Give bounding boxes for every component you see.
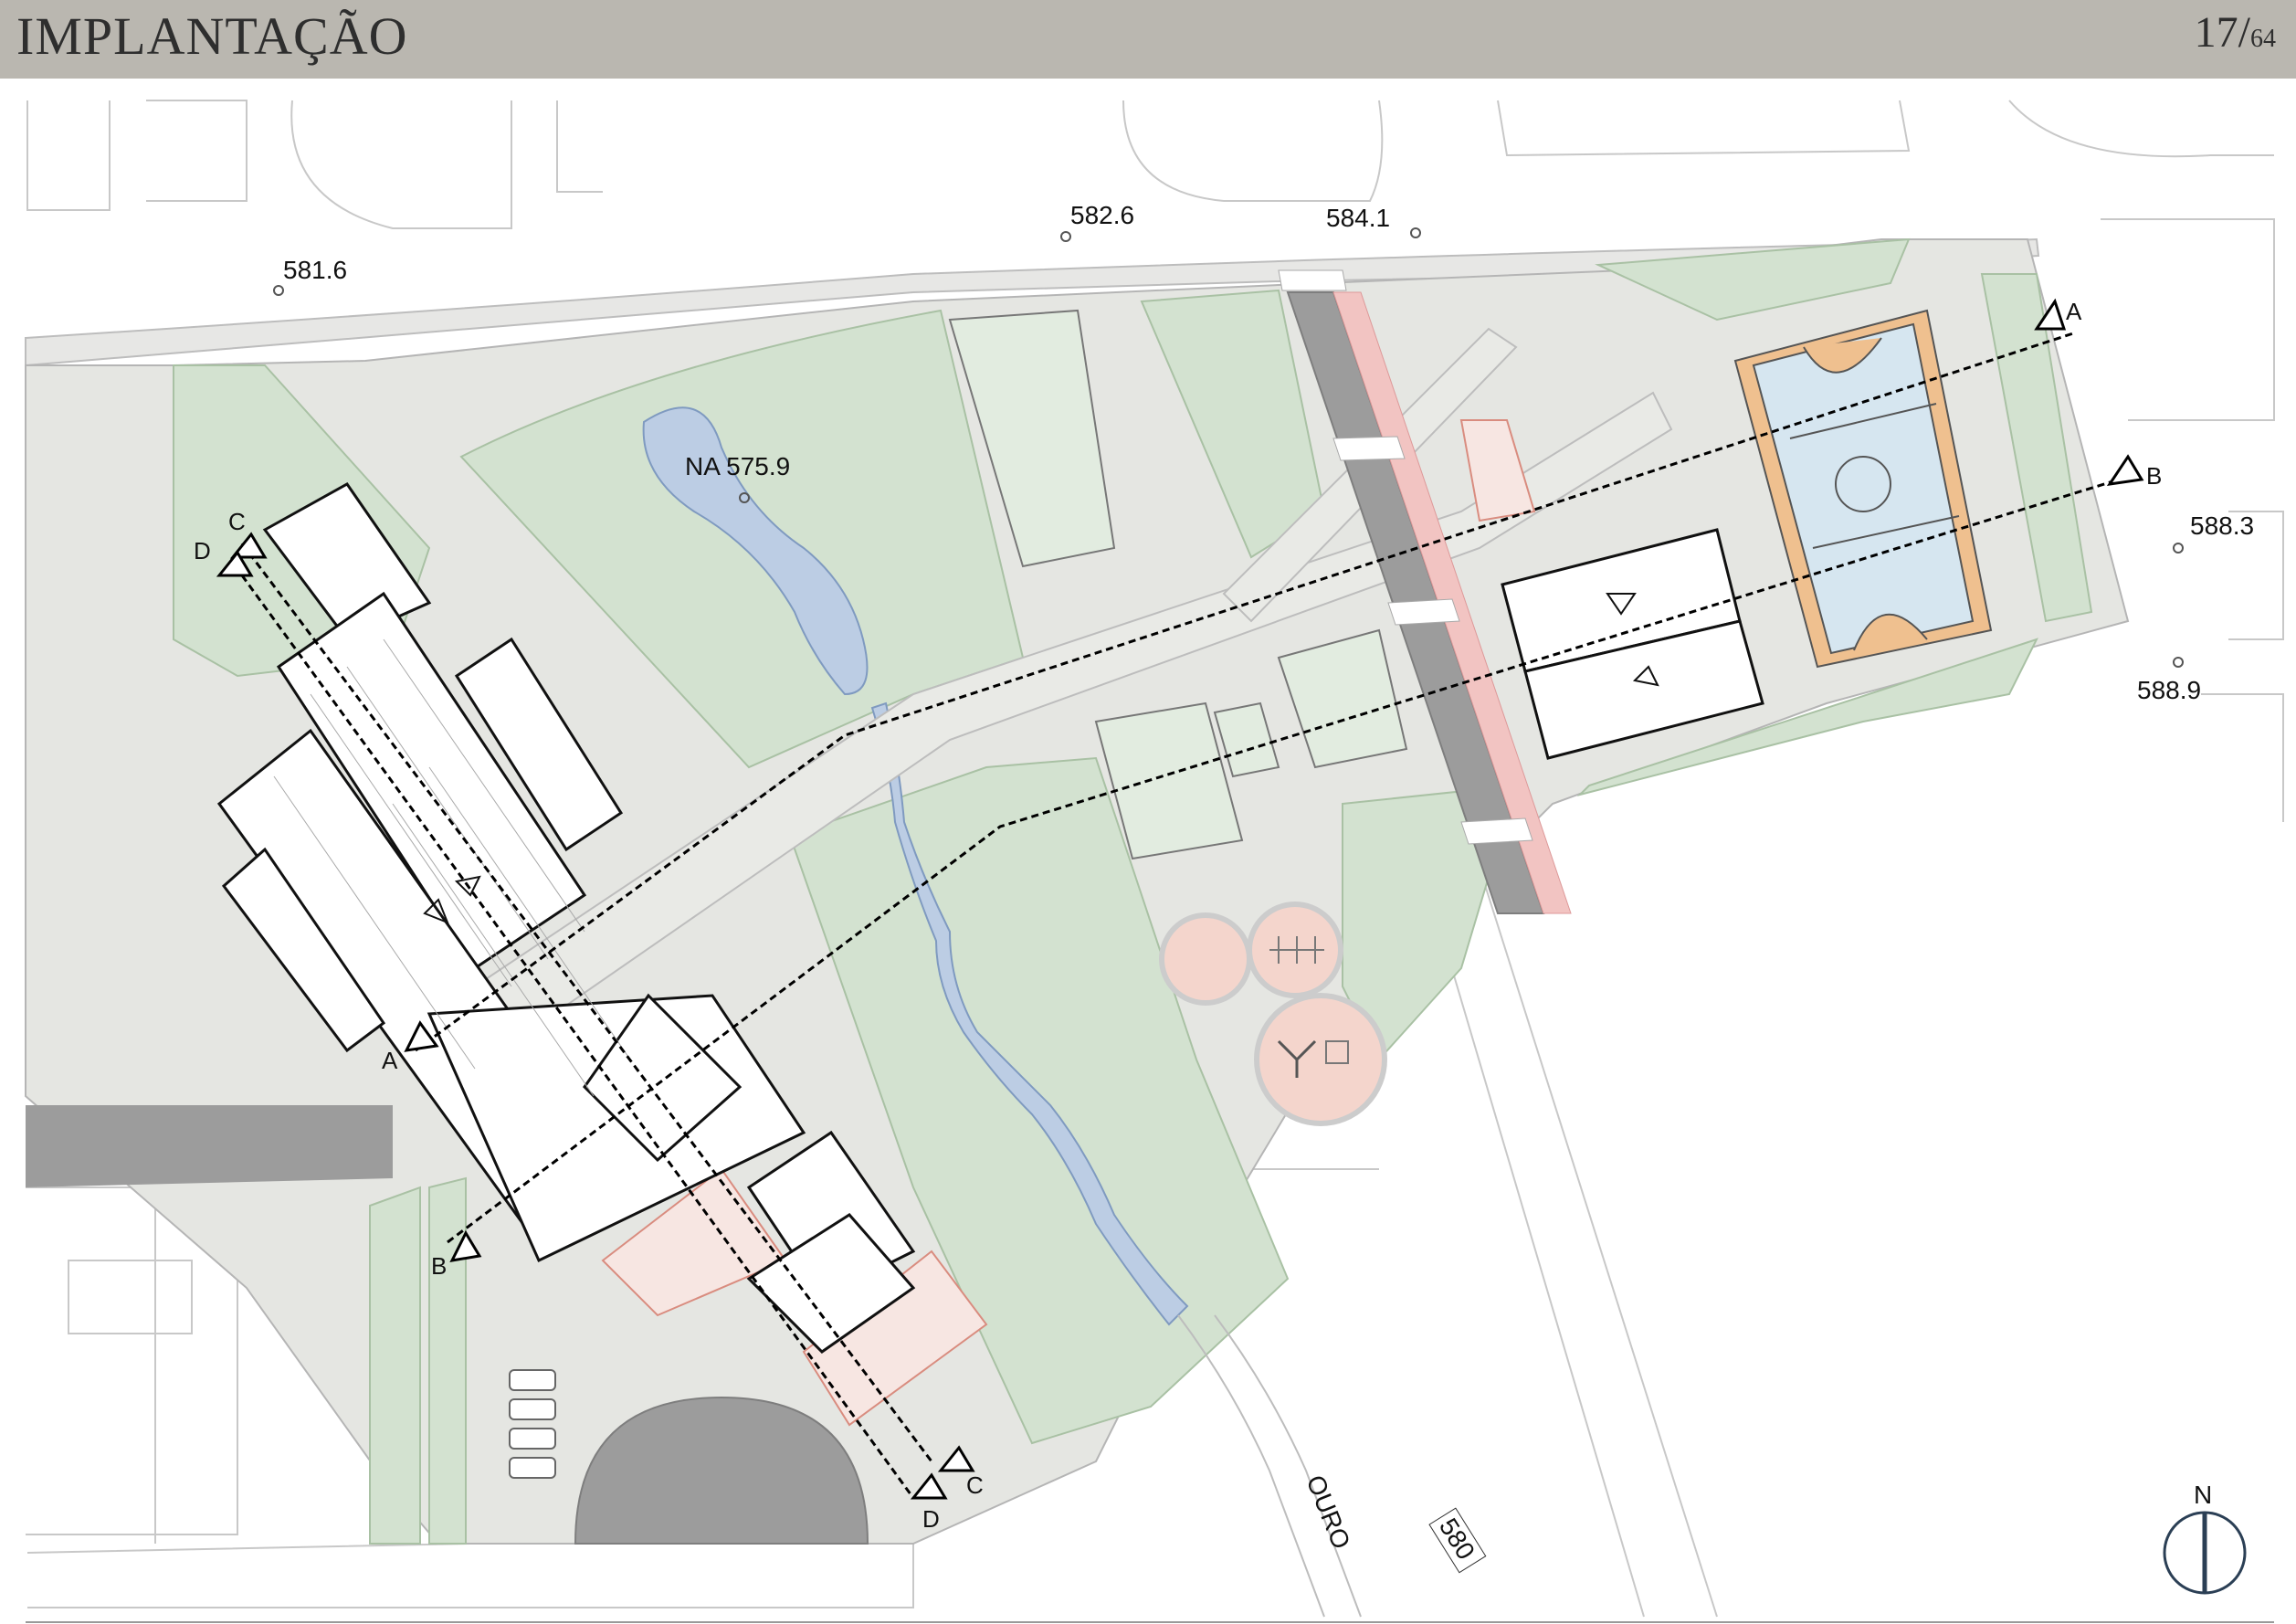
turnaround-plaza xyxy=(574,1396,869,1545)
page-number: 17/64 xyxy=(2195,7,2276,58)
north-arrow-icon: N xyxy=(2163,1481,2247,1595)
section-label-d-north: D xyxy=(194,537,211,564)
terrace-hatch xyxy=(601,419,1536,1427)
pavilion-blocks xyxy=(948,309,1408,860)
elevation-markers xyxy=(273,227,2184,668)
elevation-label: 584.1 xyxy=(1326,204,1390,232)
river-bank-line xyxy=(1214,1314,1362,1618)
section-markers xyxy=(216,298,2144,1500)
section-lines xyxy=(240,332,2120,1499)
page-total: 64 xyxy=(2250,25,2276,53)
pond xyxy=(642,406,869,696)
section-label-c-north: C xyxy=(228,508,246,535)
creek xyxy=(870,701,1189,1326)
north-label: N xyxy=(2194,1481,2212,1509)
elevation-label: 588.9 xyxy=(2137,676,2201,704)
crosswalks xyxy=(1278,269,1533,845)
header-bar xyxy=(0,0,2296,79)
dark-paved-area xyxy=(26,1105,393,1187)
main-building xyxy=(216,482,916,1354)
entrance-markers xyxy=(423,593,1659,924)
north-street xyxy=(25,237,2040,367)
elevation-label: 581.6 xyxy=(283,256,347,284)
section-label-c-south: C xyxy=(966,1471,984,1499)
water-level-label: NA 575.9 xyxy=(685,452,790,480)
sports-court xyxy=(1733,309,1993,669)
elevation-label: 582.6 xyxy=(1070,201,1134,229)
playground-areas xyxy=(1159,902,1387,1126)
section-label-a-west: A xyxy=(382,1047,398,1074)
site-plan-map: A B A B C D C D 581.6 582.6 584.1 588.3 … xyxy=(0,79,2296,1624)
page-current: 17 xyxy=(2194,8,2238,57)
building-grid-lines xyxy=(273,638,631,1097)
section-label-b-east: B xyxy=(2146,462,2162,490)
page-separator: / xyxy=(2238,8,2250,57)
section-label-b-west: B xyxy=(431,1252,447,1280)
east-building xyxy=(1501,528,1764,760)
elevation-label: 588.3 xyxy=(2190,511,2254,540)
river-bank-line xyxy=(1177,1314,1325,1618)
section-label-a-east: A xyxy=(2066,298,2082,325)
page-title: IMPLANTAÇÃO xyxy=(16,6,408,66)
section-label-d-south: D xyxy=(922,1505,940,1533)
parking-spaces xyxy=(509,1369,556,1479)
main-promenade xyxy=(418,391,1673,1070)
